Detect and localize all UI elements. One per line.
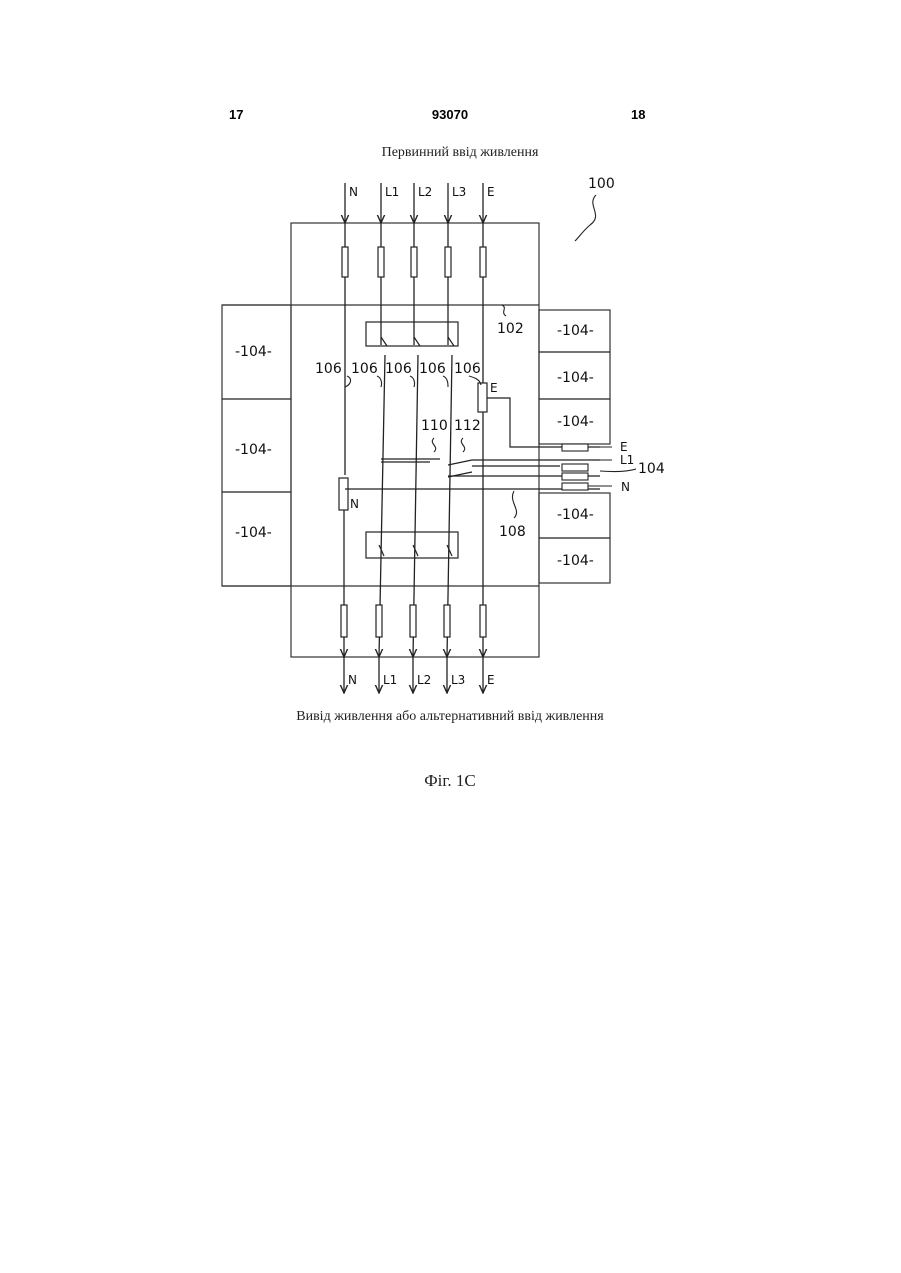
figure-label: Фіг. 1С — [350, 771, 550, 791]
label-top-l1: L1 — [385, 185, 399, 199]
ref-106-l3: 106 — [419, 361, 446, 377]
ref-100: 100 — [588, 176, 615, 192]
label-top-l2: L2 — [418, 185, 432, 199]
central-housing — [291, 223, 539, 657]
label-bottom-l1: L1 — [383, 673, 397, 687]
socket-label-l1: L1 — [620, 453, 634, 467]
ref-106-e: 106 — [454, 361, 481, 377]
bottom-fuses — [341, 605, 486, 637]
ref-106-l2: 106 — [385, 361, 412, 377]
ref-106-l1: 106 — [351, 361, 378, 377]
neutral-terminal — [339, 478, 348, 510]
caption-output: Вивід живлення або альтернативний ввід ж… — [200, 709, 700, 725]
label-bottom-n: N — [348, 673, 357, 687]
module-label-right-4: -104- — [557, 507, 594, 523]
module-label-right-3: -104- — [557, 414, 594, 430]
earth-terminal — [478, 383, 487, 412]
top-fuses — [342, 247, 486, 277]
earth-terminal-label: E — [490, 381, 498, 395]
label-bottom-e: E — [487, 673, 495, 687]
ref-110: 110 — [421, 418, 448, 434]
leader-lines — [345, 195, 636, 518]
neutral-terminal-label: N — [350, 497, 359, 511]
socket-label-e: E — [620, 440, 628, 454]
ref-106-n: 106 — [315, 361, 342, 377]
module-label-right-1: -104- — [557, 323, 594, 339]
socket-module — [562, 444, 588, 490]
lower-switch-group — [366, 532, 458, 558]
ref-102: 102 — [497, 321, 524, 337]
label-top-e: E — [487, 185, 495, 199]
label-top-l3: L3 — [452, 185, 466, 199]
lower-switch-blades — [379, 545, 452, 556]
label-bottom-l2: L2 — [417, 673, 431, 687]
ref-104-socket: 104 — [638, 461, 665, 477]
module-label-left-3: -104- — [235, 525, 272, 541]
ref-108: 108 — [499, 524, 526, 540]
label-bottom-l3: L3 — [451, 673, 465, 687]
socket-label-n: N — [621, 480, 630, 494]
upper-switch-group — [366, 322, 458, 346]
socket-leads — [588, 447, 612, 486]
module-label-left-2: -104- — [235, 442, 272, 458]
module-label-left-1: -104- — [235, 344, 272, 360]
upper-switch-blades — [381, 337, 454, 346]
ref-112: 112 — [454, 418, 481, 434]
label-top-n: N — [349, 185, 358, 199]
module-label-right-5: -104- — [557, 553, 594, 569]
module-label-right-2: -104- — [557, 370, 594, 386]
